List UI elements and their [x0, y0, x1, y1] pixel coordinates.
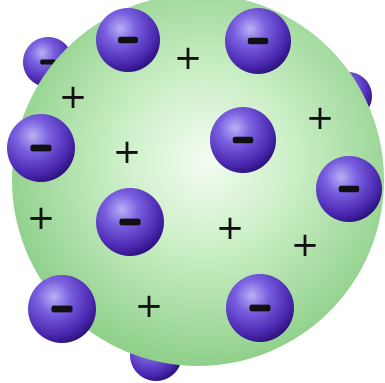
- plus-sign-4: +: [113, 132, 142, 172]
- plus-sign-7: +: [291, 225, 320, 265]
- minus-sign: [249, 305, 270, 312]
- front-electron-4: [210, 107, 276, 173]
- front-electron-8: [226, 274, 294, 342]
- minus-sign: [339, 186, 359, 193]
- front-electron-7: [28, 275, 96, 343]
- front-electron-3: [7, 114, 75, 182]
- plus-sign-5: +: [27, 198, 56, 238]
- minus-sign: [233, 137, 253, 144]
- front-electron-2: [225, 8, 291, 74]
- front-electron-5: [316, 156, 382, 222]
- plus-sign-6: +: [216, 208, 245, 248]
- minus-sign: [248, 38, 268, 45]
- front-electron-6: [96, 188, 164, 256]
- minus-sign: [51, 306, 72, 313]
- minus-sign: [30, 145, 51, 152]
- minus-sign: [118, 37, 138, 43]
- plus-sign-1: +: [174, 38, 203, 78]
- front-electron-1: [96, 8, 160, 72]
- plus-sign-2: +: [59, 77, 88, 117]
- plus-sign-3: +: [306, 98, 335, 138]
- plus-sign-8: +: [135, 286, 164, 326]
- minus-sign: [119, 219, 140, 226]
